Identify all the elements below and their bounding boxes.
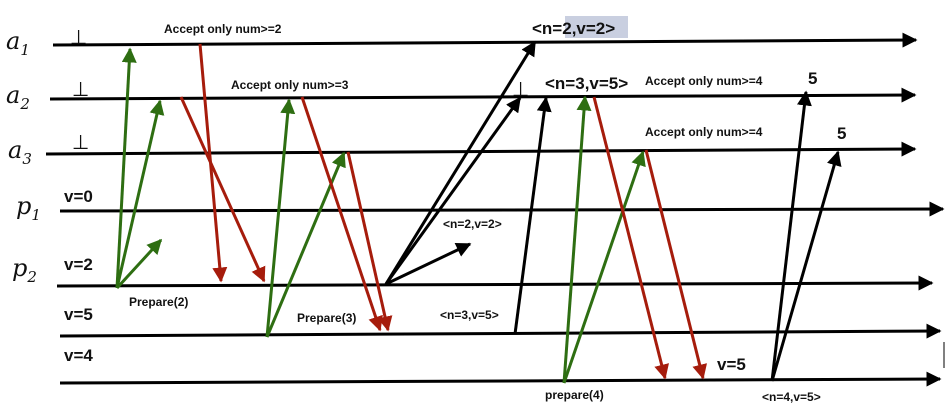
accept-n2-to-a2-arrow xyxy=(384,96,522,285)
accept-only-label-a3-num4: Accept only num>=4 xyxy=(645,125,763,139)
promise-a2-to-prop4-arrow xyxy=(592,96,669,380)
proposer-values: v=0 v=2 v=5 v=4 v=5 xyxy=(64,187,746,374)
selection-highlight xyxy=(565,16,628,38)
accept-n4-to-a2-arrow xyxy=(770,90,812,382)
promise-a3-to-prop5-arrow xyxy=(346,151,393,332)
prepare3-label: Prepare(3) xyxy=(297,311,356,325)
timeline-a1 xyxy=(52,32,918,48)
bottom-symbols: ⊥ ⊥ ⊥ ⊥ xyxy=(70,25,529,154)
prepare4-label: prepare(4) xyxy=(545,388,604,402)
process-label-p1: p1 xyxy=(16,192,41,224)
accept-n2-partial-arrow xyxy=(385,242,472,286)
final-value-a2: 5 xyxy=(808,69,817,88)
accepted-value-a2: <n=3,v=5> xyxy=(545,74,628,93)
prepare2-to-a1-arrow xyxy=(115,47,137,289)
timelines xyxy=(45,32,945,387)
promise-a3-to-prop4-arrow xyxy=(644,149,708,380)
timeline-a2 xyxy=(49,87,917,103)
message-n2-v2-label: <n=2,v=2> xyxy=(443,217,502,231)
proposer-value-p1: v=0 xyxy=(64,187,93,206)
bottom-symbol-a2-late: ⊥ xyxy=(512,77,529,101)
proposer-value-4: v=4 xyxy=(64,346,93,365)
process-label-a3: a3 xyxy=(8,136,32,168)
timeline-proposer-5 xyxy=(59,323,942,339)
prepare4-to-a3-arrow xyxy=(562,150,646,384)
accepted-value-a1: <n=2,v=2> xyxy=(532,19,615,38)
final-value-a3: 5 xyxy=(837,124,846,143)
proposer-value-4-later: v=5 xyxy=(717,355,746,374)
process-labels: a1 a2 a3 p1 p2 xyxy=(6,27,41,286)
accept-labels: Accept only num>=2 Accept only num>=3 Ac… xyxy=(164,22,763,139)
process-label-a1: a1 xyxy=(6,27,30,59)
accept-arrows xyxy=(384,40,842,382)
timeline-p2 xyxy=(56,275,934,291)
accept-n2-to-a1-arrow xyxy=(384,40,537,285)
prepare2-partial-arrow xyxy=(115,238,163,290)
process-label-a2: a2 xyxy=(6,81,30,113)
prepare3-to-a2-arrow xyxy=(265,98,296,338)
proposer-value-5: v=5 xyxy=(64,305,93,324)
accept-n3-to-a2-arrow xyxy=(513,96,552,335)
process-label-p2: p2 xyxy=(12,254,37,286)
prepare2-to-a2-arrow xyxy=(115,99,165,289)
accept-only-label-a2-num4: Accept only num>=4 xyxy=(645,74,763,88)
prepare4-to-a2-arrow xyxy=(562,95,592,384)
timeline-p1 xyxy=(59,201,945,217)
bottom-symbol-a3: ⊥ xyxy=(72,130,89,154)
accept-only-label-a2-num3: Accept only num>=3 xyxy=(231,78,349,92)
accept-only-label-a1: Accept only num>=2 xyxy=(164,22,282,36)
message-n3-v5-label: <n=3,v=5> xyxy=(440,308,499,322)
promise-a2-to-p2-arrow xyxy=(179,96,266,283)
prepare2-label: Prepare(2) xyxy=(129,295,188,309)
prepare-labels: Prepare(2) Prepare(3) prepare(4) xyxy=(129,295,604,402)
promise-arrows xyxy=(179,43,708,380)
message-n4-v5-label: <n=4,v=5> xyxy=(762,390,821,404)
message-labels: <n=2,v=2> <n=3,v=5> <n=4,v=5> xyxy=(440,217,821,404)
bottom-symbol-a1: ⊥ xyxy=(70,25,87,49)
accept-n4-to-a3-arrow xyxy=(770,150,842,382)
promise-a2-to-prop5-arrow xyxy=(300,96,383,332)
prepare3-to-a3-arrow xyxy=(265,151,346,338)
bottom-symbol-a2: ⊥ xyxy=(72,77,89,101)
proposer-value-p2: v=2 xyxy=(64,255,93,274)
timeline-proposer-4 xyxy=(59,371,942,387)
accepted-values: <n=2,v=2> <n=3,v=5> 5 5 xyxy=(532,16,846,143)
